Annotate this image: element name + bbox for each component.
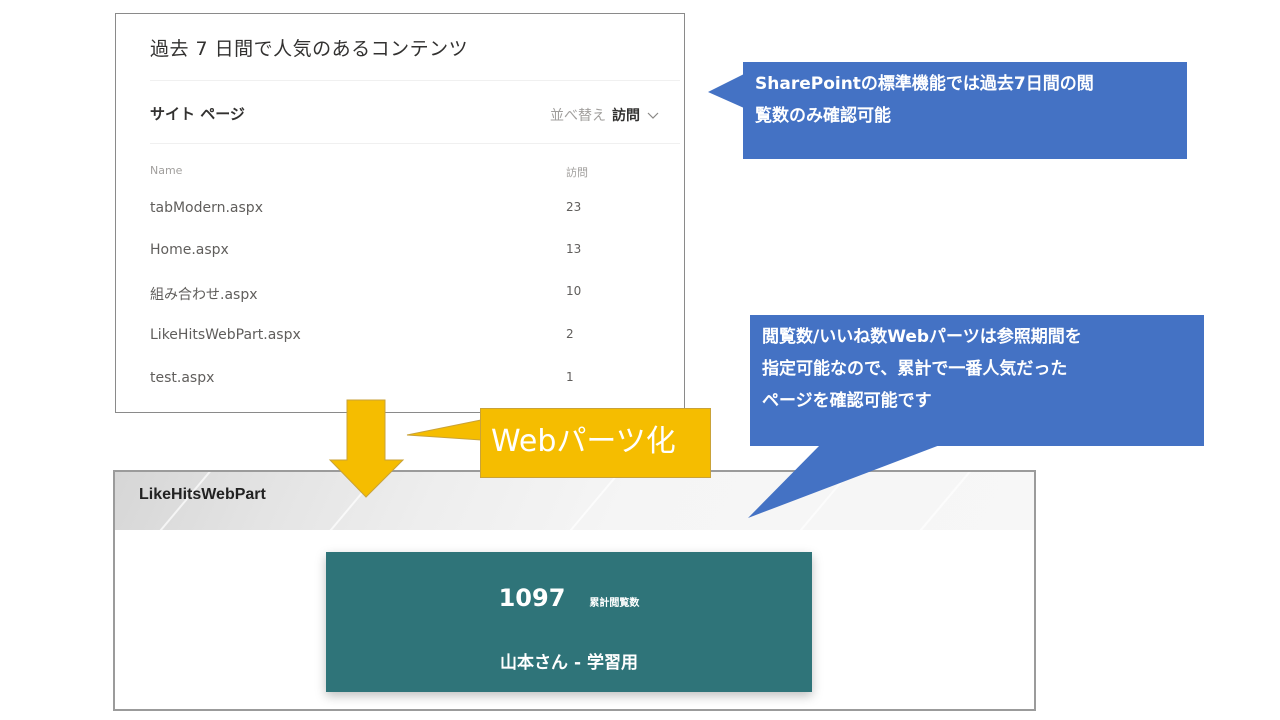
likehits-webpart: LikeHitsWebPart 1097 累計閲覧数 山本さん - 学習用	[113, 470, 1036, 711]
column-header-visits[interactable]: 訪問	[566, 166, 588, 179]
page-name[interactable]: tabModern.aspx	[150, 200, 263, 216]
page-name[interactable]: test.aspx	[150, 370, 215, 386]
page-name[interactable]: 組み合わせ.aspx	[150, 287, 258, 303]
callout-pointer-icon	[406, 419, 482, 441]
webpart-title: LikeHitsWebPart	[139, 486, 266, 503]
page-visits: 1	[566, 370, 574, 384]
table-row[interactable]: test.aspx 1	[150, 370, 610, 386]
hits-stat-card: 1097 累計閲覧数 山本さん - 学習用	[326, 552, 812, 692]
sort-dropdown[interactable]: 並べ替え 訪問	[550, 105, 660, 125]
callout-webpart-note: 閲覧数/いいね数Webパーツは参照期間を 指定可能なので、累計で一番人気だった …	[750, 315, 1204, 446]
table-row[interactable]: Home.aspx 13	[150, 242, 610, 258]
popular-content-webpart: 過去 7 日間で人気のあるコンテンツ サイト ページ 並べ替え 訪問 Name …	[115, 13, 685, 413]
callout-webpartize: Webパーツ化	[480, 408, 711, 478]
sort-label: 並べ替え	[550, 108, 606, 124]
total-hits-label: 累計閲覧数	[589, 598, 640, 609]
page-name[interactable]: LikeHitsWebPart.aspx	[150, 327, 301, 343]
site-name: 山本さん - 学習用	[500, 653, 638, 673]
popular-content-title: 過去 7 日間で人気のあるコンテンツ	[150, 38, 469, 60]
callout-standard-feature: SharePointの標準機能では過去7日間の閲 覧数のみ確認可能	[743, 62, 1187, 159]
page-name[interactable]: Home.aspx	[150, 242, 229, 258]
webpart-header-banner: LikeHitsWebPart	[115, 472, 1034, 530]
table-row[interactable]: tabModern.aspx 23	[150, 200, 610, 216]
table-header: Name 訪問	[150, 164, 610, 180]
callout-text-line: 指定可能なので、累計で一番人気だった	[762, 359, 1068, 379]
page-visits: 13	[566, 242, 582, 256]
column-header-name[interactable]: Name	[150, 164, 183, 177]
table-row[interactable]: 組み合わせ.aspx 10	[150, 284, 610, 304]
sort-value: 訪問	[612, 108, 640, 124]
chevron-down-icon	[647, 112, 659, 119]
divider	[150, 143, 680, 144]
callout-text-line: 覧数のみ確認可能	[755, 106, 891, 126]
divider	[150, 80, 680, 81]
callout-pointer-icon	[708, 74, 744, 108]
callout-text-line: ページを確認可能です	[762, 391, 932, 411]
callout-text-line: 閲覧数/いいね数Webパーツは参照期間を	[762, 327, 1082, 347]
total-hits-count: 1097	[498, 584, 566, 612]
hits-row: 1097 累計閲覧数	[326, 584, 812, 612]
callout-text-line: SharePointの標準機能では過去7日間の閲	[755, 74, 1094, 94]
page-visits: 23	[566, 200, 582, 214]
page-visits: 10	[566, 284, 582, 298]
table-row[interactable]: LikeHitsWebPart.aspx 2	[150, 327, 610, 343]
page-visits: 2	[566, 327, 574, 341]
site-pages-heading: サイト ページ	[150, 105, 245, 123]
